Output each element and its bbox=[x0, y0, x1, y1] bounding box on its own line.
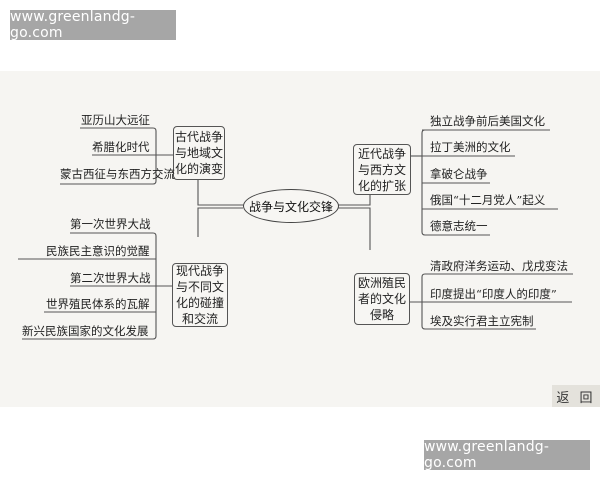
branch-early-modern-war: 近代战争 与西方文 化的扩张 bbox=[353, 144, 411, 195]
leaf-item: 第二次世界大战 bbox=[70, 271, 151, 285]
leaf-item: 埃及实行君主立宪制 bbox=[430, 314, 534, 328]
leaf-item: 亚历山大远征 bbox=[81, 113, 150, 127]
leaf-item: 民族民主意识的觉醒 bbox=[46, 244, 150, 258]
branch-line: 化的扩张 bbox=[357, 178, 406, 193]
branch-ancient-war: 古代战争 与地域文 化的演变 bbox=[173, 126, 225, 180]
leaf-item: 蒙古西征与东西方交流 bbox=[60, 167, 175, 181]
branch-line: 近代战争 bbox=[357, 146, 406, 161]
branch-line: 者的文化 bbox=[357, 292, 406, 306]
leaf-item: 世界殖民体系的瓦解 bbox=[46, 297, 150, 311]
branch-line: 侵略 bbox=[369, 308, 394, 322]
branch-line: 与不同文 bbox=[175, 280, 224, 294]
leaf-item: 印度提出“印度人的印度” bbox=[430, 287, 557, 301]
branch-line: 和交流 bbox=[181, 312, 218, 326]
leaf-item: 第一次世界大战 bbox=[70, 217, 151, 231]
branch-line: 化的演变 bbox=[174, 162, 223, 176]
branch-line: 与地域文 bbox=[174, 146, 223, 160]
branch-line: 化的碰撞 bbox=[175, 296, 224, 310]
leaf-item: 拉丁美洲的文化 bbox=[430, 140, 511, 154]
branch-line: 与西方文 bbox=[357, 162, 406, 177]
leaf-item: 德意志统一 bbox=[430, 219, 488, 233]
branch-line: 欧洲殖民 bbox=[357, 276, 406, 290]
branch-modern-war: 现代战争 与不同文 化的碰撞 和交流 bbox=[172, 263, 228, 327]
mind-map-panel bbox=[0, 71, 600, 407]
leaf-item: 清政府洋务运动、戊戌变法 bbox=[430, 259, 568, 273]
leaf-item: 独立战争前后美国文化 bbox=[430, 114, 545, 128]
leaf-item: 希腊化时代 bbox=[92, 140, 150, 154]
back-button[interactable]: 返 回 bbox=[552, 385, 600, 407]
branch-line: 古代战争 bbox=[174, 130, 223, 144]
watermark-bottom: www.greenlandg-go.com bbox=[424, 439, 590, 471]
central-topic-label: 战争与文化交锋 bbox=[248, 199, 333, 214]
leaf-item: 俄国“十二月党人”起义 bbox=[430, 193, 546, 207]
leaf-item: 新兴民族国家的文化发展 bbox=[22, 324, 149, 338]
branch-line: 现代战争 bbox=[175, 264, 224, 278]
central-topic: 战争与文化交锋 bbox=[243, 189, 339, 223]
watermark-top: www.greenlandg-go.com bbox=[10, 9, 176, 41]
branch-colonial: 欧洲殖民 者的文化 侵略 bbox=[354, 273, 410, 325]
leaf-item: 拿破仑战争 bbox=[430, 167, 488, 181]
